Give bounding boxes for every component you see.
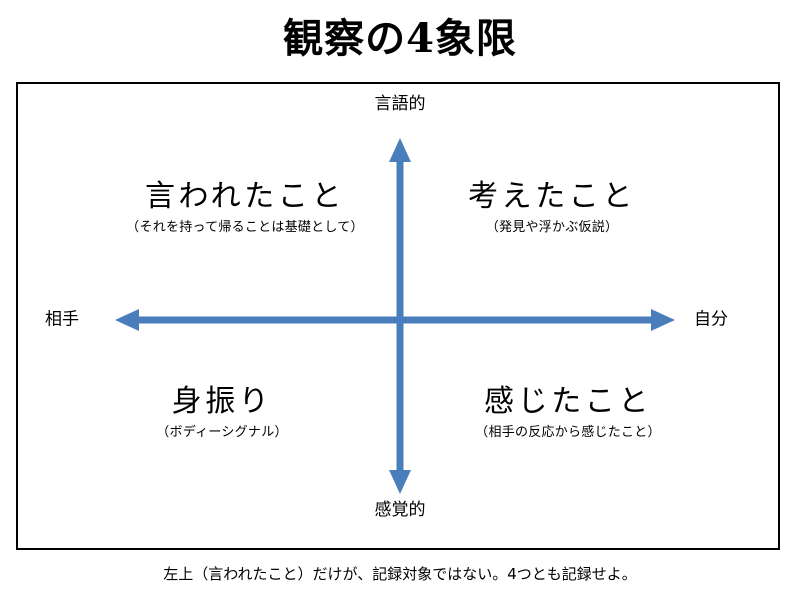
arrow-right-icon [651, 309, 675, 331]
arrow-up-icon [389, 138, 411, 162]
axes-arrows [115, 138, 675, 494]
quadrant-bottom-left: 身振り （ボディーシグナル） [156, 384, 288, 440]
quadrant-chart-frame: 言語的 感覚的 相手 自分 言われたこと （それを持って帰ることは基礎として） … [16, 82, 780, 550]
footnote: 左上（言われたこと）だけが、記録対象ではない。4つとも記録せよ。 [163, 565, 637, 583]
quadrant-bottom-right: 感じたこと （相手の反応から感じたこと） [475, 384, 661, 440]
quadrant-top-right-label: 考えたこと [468, 179, 636, 214]
quadrant-bottom-left-subtitle: （ボディーシグナル） [156, 424, 288, 440]
page-title: 観察の4象限 [283, 15, 517, 62]
quadrant-top-right: 考えたこと （発見や浮かぶ仮説） [468, 179, 636, 235]
axis-label-other-person: 相手 [45, 309, 79, 330]
quadrant-bottom-left-label: 身振り [171, 384, 273, 419]
quadrant-top-right-subtitle: （発見や浮かぶ仮説） [485, 219, 619, 235]
axis-label-sensory: 感覚的 [374, 500, 426, 520]
quadrant-top-left-subtitle: （それを持って帰ることは基礎として） [126, 219, 364, 235]
quadrant-bottom-right-label: 感じたこと [483, 384, 652, 419]
vertical-axis-arrow [389, 138, 411, 494]
quadrant-top-left: 言われたこと （それを持って帰ることは基礎として） [126, 179, 364, 235]
arrow-left-icon [115, 309, 139, 331]
axis-label-verbal: 言語的 [374, 94, 426, 114]
arrow-down-icon [389, 470, 411, 494]
horizontal-axis-arrow [115, 309, 675, 331]
quadrant-bottom-right-subtitle: （相手の反応から感じたこと） [475, 424, 661, 440]
quadrant-top-left-label: 言われたこと [144, 179, 346, 214]
axis-label-self: 自分 [694, 309, 728, 330]
